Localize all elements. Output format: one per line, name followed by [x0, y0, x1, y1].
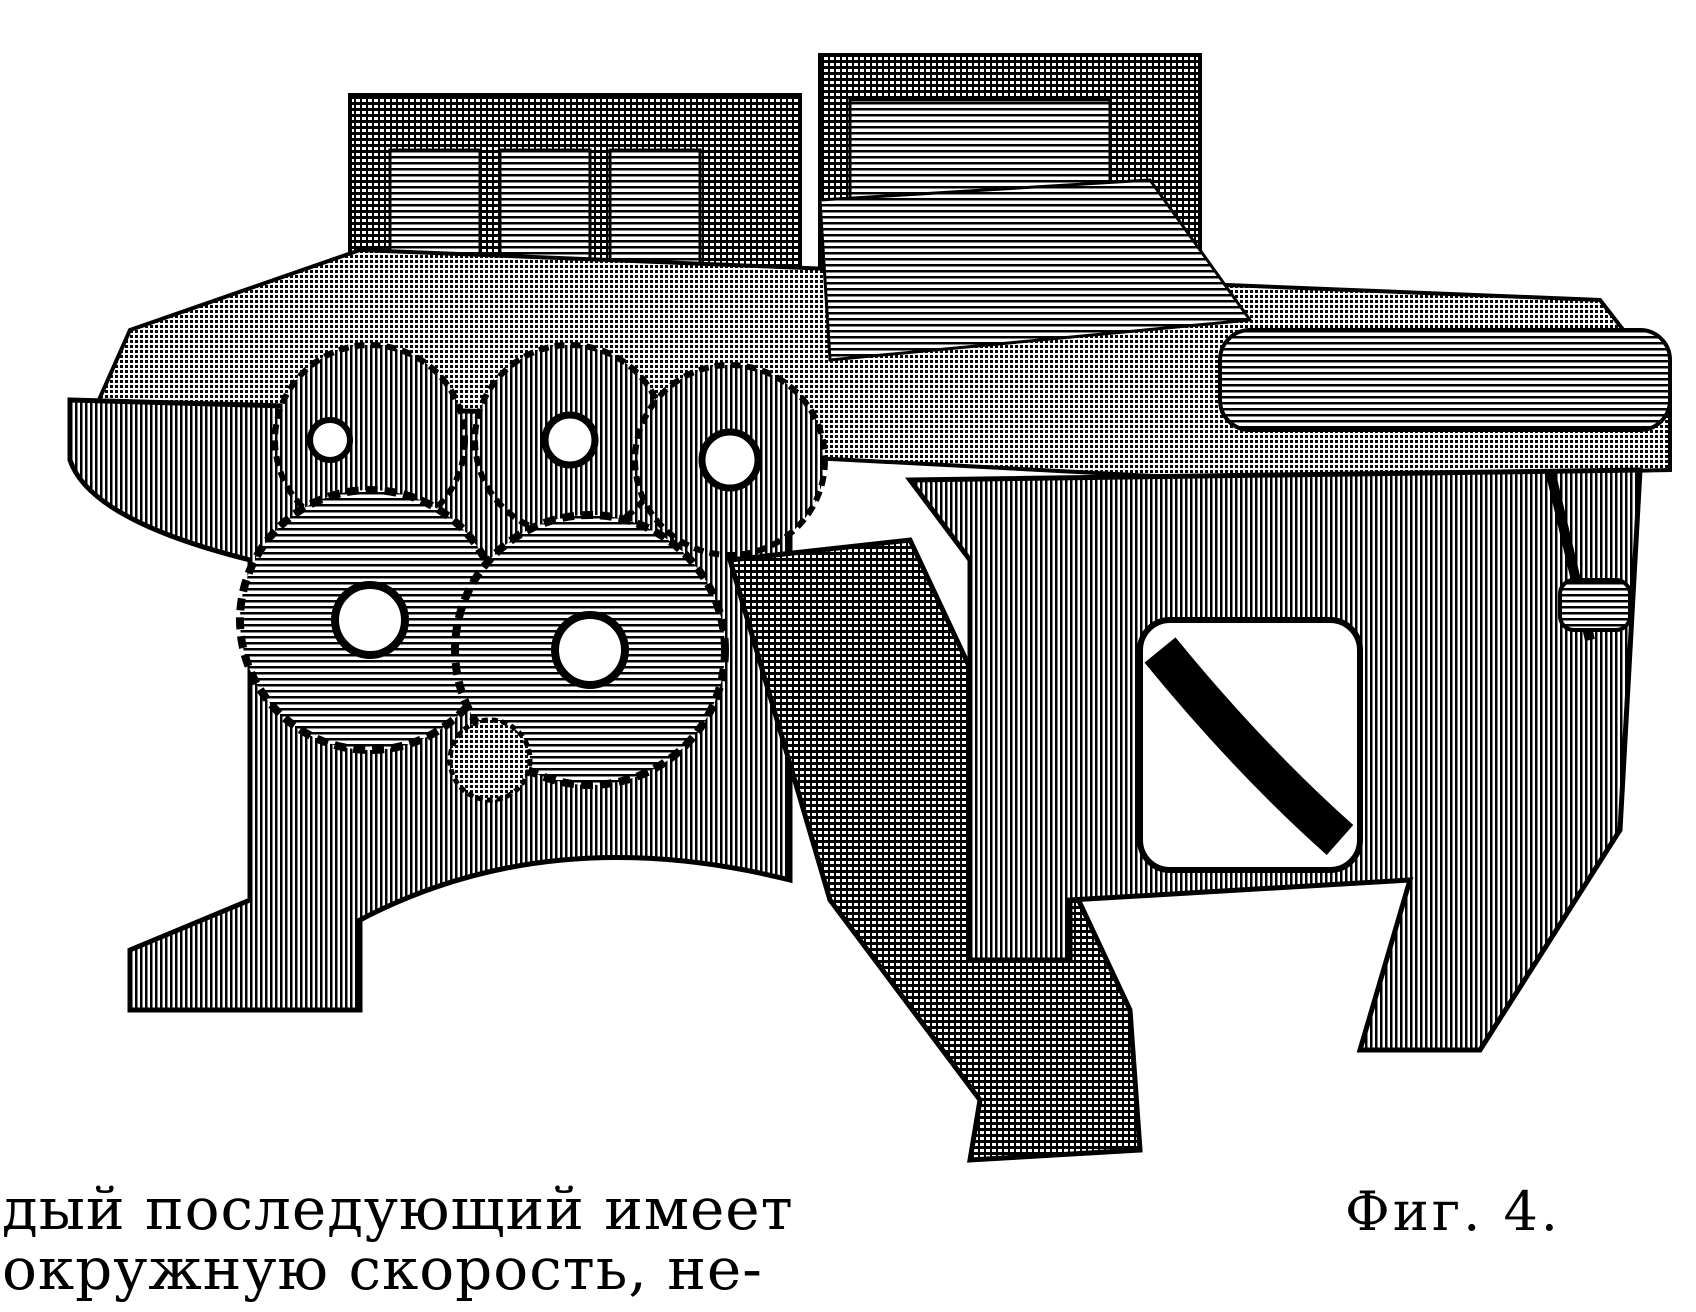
- gear-train: [236, 342, 828, 803]
- frame-right: [905, 467, 1643, 1053]
- body-text-line: дый последующий имеет: [2, 1175, 794, 1243]
- lever-handle: [1545, 468, 1632, 642]
- figure-caption: Фиг. 4.: [1345, 1180, 1561, 1243]
- machine-engraving-illustration: [67, 53, 1672, 1163]
- body-text-line: окружную скорость, не-: [2, 1235, 763, 1303]
